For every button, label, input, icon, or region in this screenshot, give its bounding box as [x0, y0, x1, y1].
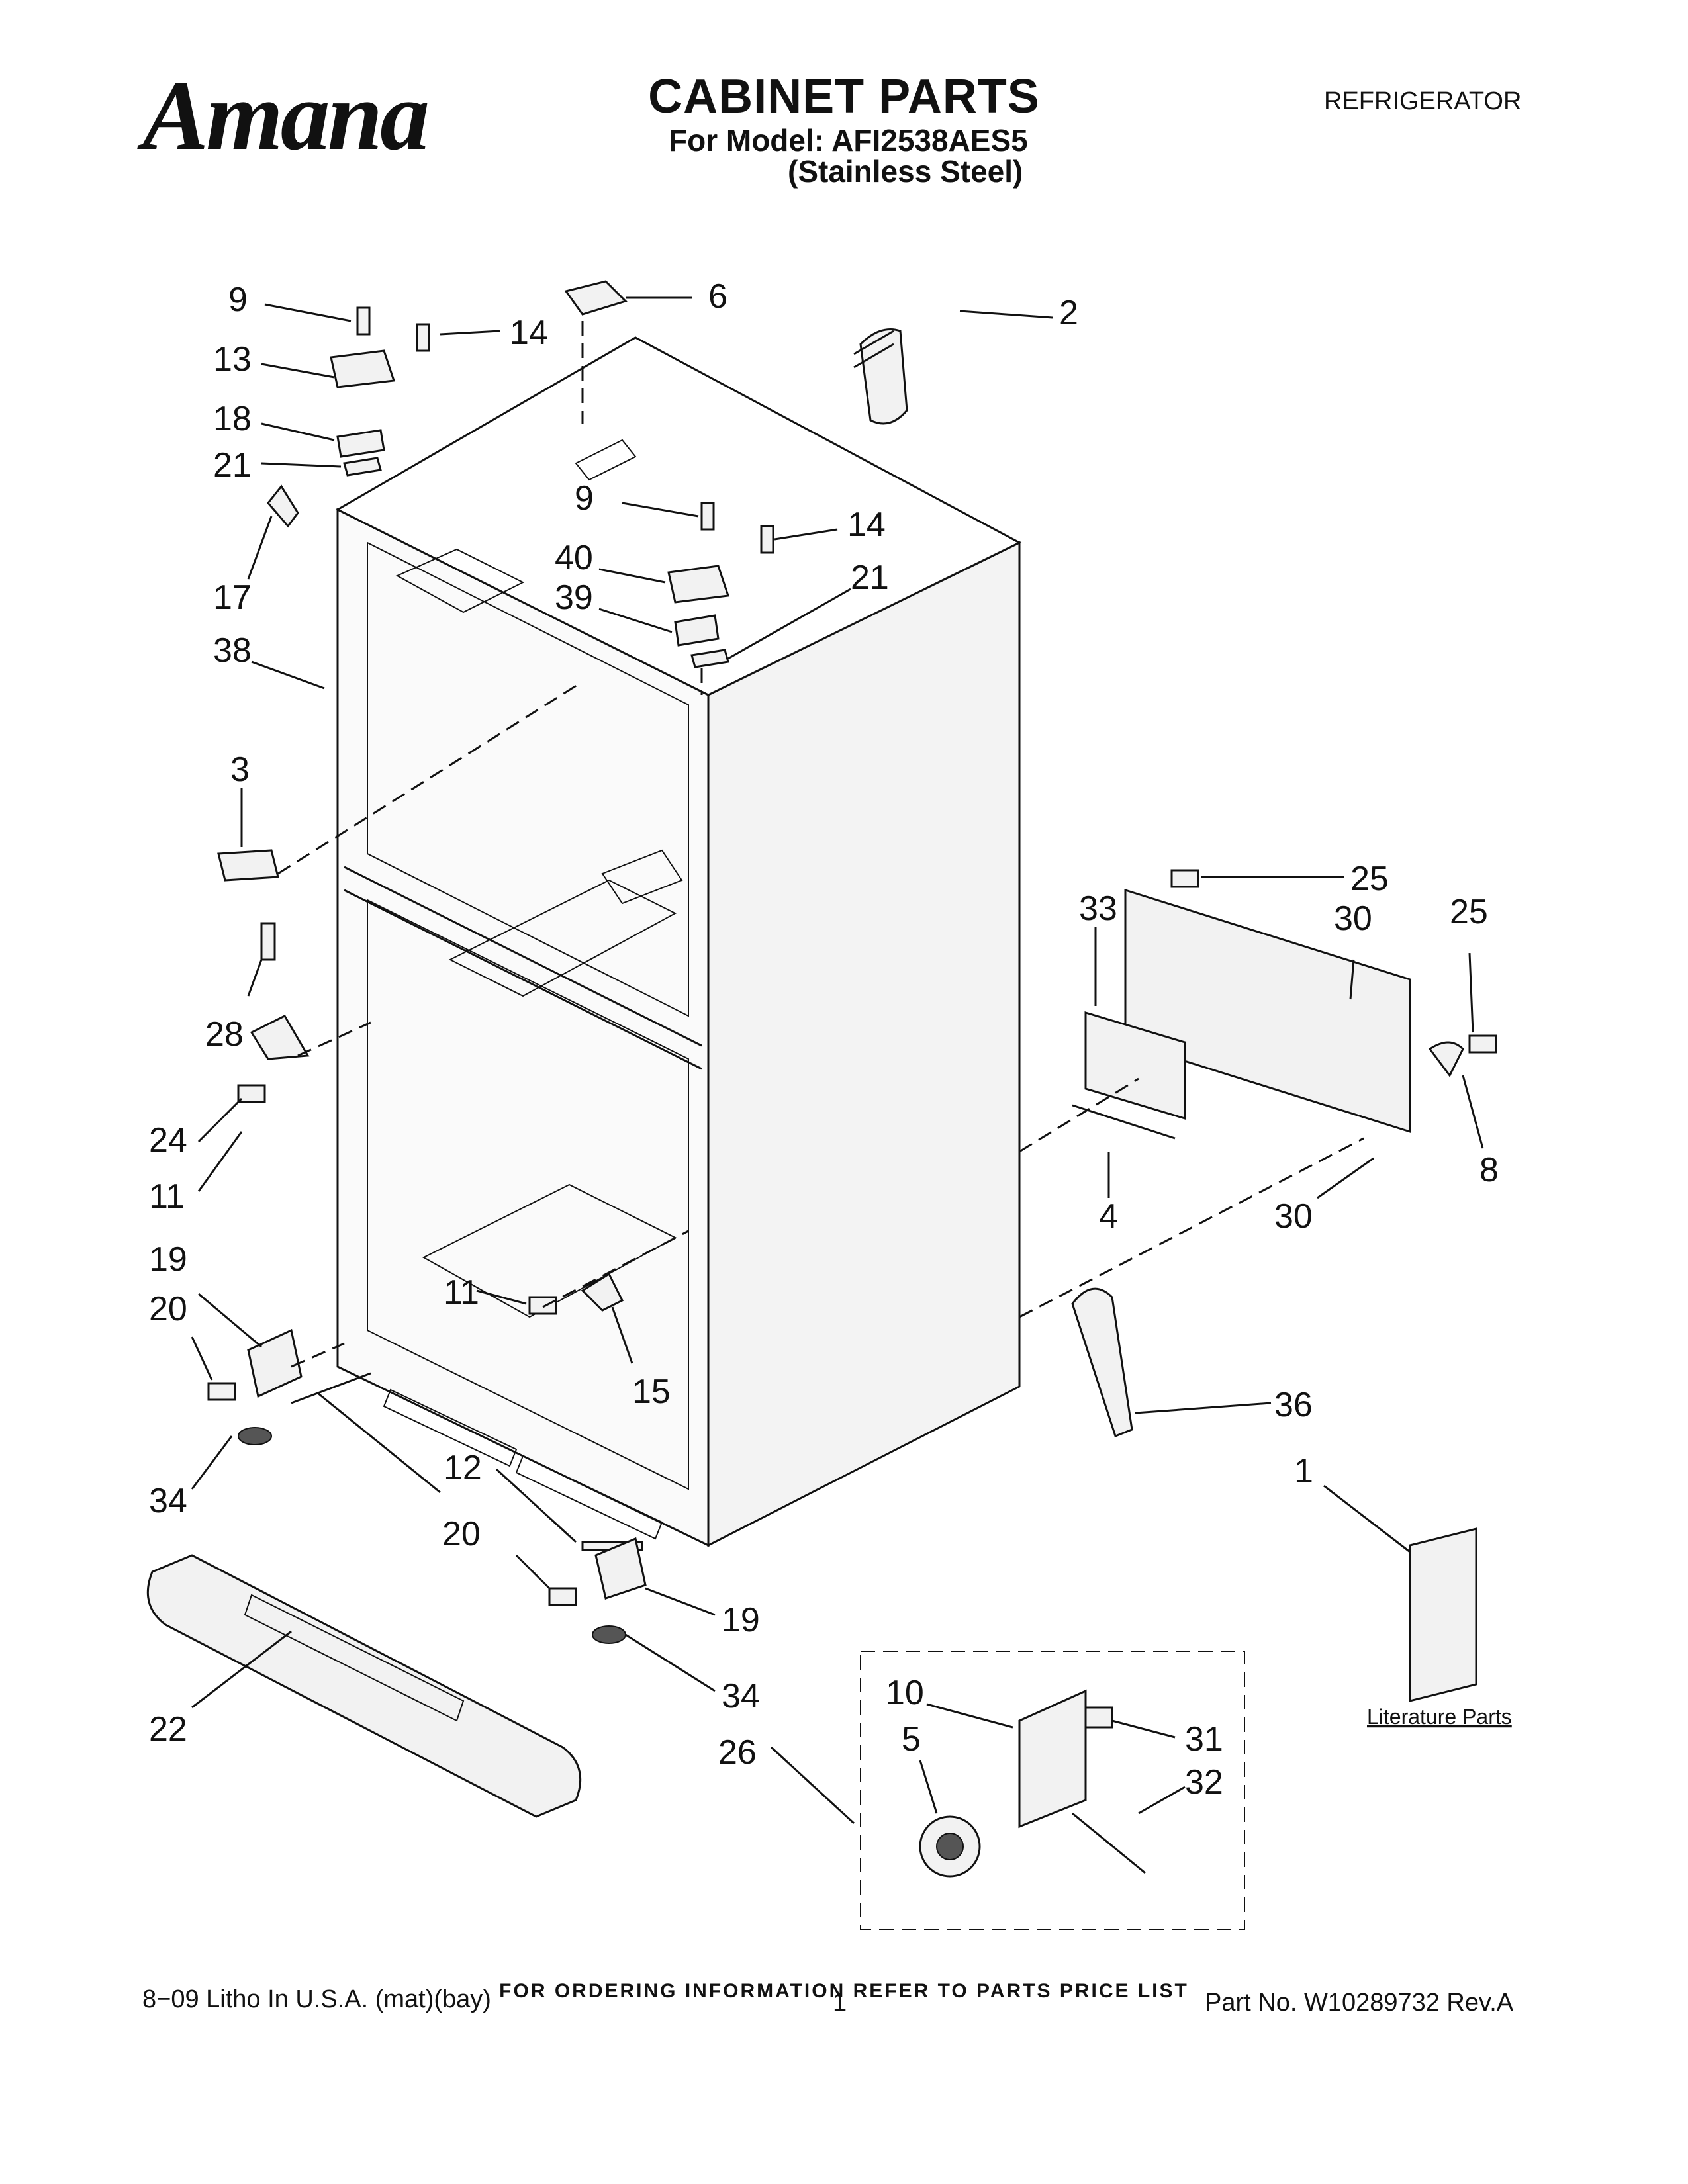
- callout-label: 13: [213, 340, 252, 379]
- page-title: CABINET PARTS: [648, 70, 1040, 123]
- callout-label: 19: [149, 1240, 187, 1279]
- callout-label: 14: [510, 314, 548, 352]
- callout-label: 26: [718, 1733, 757, 1772]
- callout-label: 18: [213, 400, 252, 438]
- finish-line: (Stainless Steel): [788, 154, 1023, 189]
- callout-label: 11: [444, 1273, 479, 1312]
- callout-label: 12: [444, 1449, 482, 1487]
- callout-label: 38: [213, 631, 252, 670]
- callout-label: 8: [1479, 1151, 1499, 1189]
- callout-label: 1: [1294, 1452, 1313, 1490]
- callout-label: 9: [228, 281, 248, 319]
- callout-label: 3: [230, 751, 250, 789]
- callout-label: 25: [1350, 860, 1389, 898]
- callout-label: 20: [149, 1290, 187, 1328]
- callout-label: 21: [851, 559, 889, 597]
- callout-label: 32: [1185, 1763, 1223, 1801]
- callout-label: 10: [886, 1674, 924, 1712]
- callout-label: 25: [1450, 893, 1488, 931]
- callout-label: 11: [149, 1177, 185, 1216]
- callout-label: 15: [632, 1373, 671, 1411]
- callout-label: 22: [149, 1710, 187, 1749]
- literature-parts-label: Literature Parts: [1367, 1705, 1512, 1729]
- callout-label: 33: [1079, 889, 1117, 928]
- callout-label: 20: [442, 1515, 481, 1553]
- callout-label: 36: [1274, 1386, 1313, 1424]
- callout-labels: 9 14 6 2 13 18 21 17 9 14 40 39 21 38 3 …: [149, 277, 1512, 1801]
- callout-label: 19: [722, 1601, 760, 1639]
- callout-label: 30: [1274, 1197, 1313, 1236]
- callout-label: 5: [902, 1720, 921, 1758]
- callout-label: 39: [555, 578, 593, 617]
- callout-label: 21: [213, 446, 252, 484]
- brand-logo: Amana: [142, 61, 430, 171]
- callout-label: 14: [847, 506, 886, 544]
- callout-label: 28: [205, 1015, 244, 1054]
- category-label: REFRIGERATOR: [1324, 87, 1522, 115]
- cabinet-body: [335, 336, 1022, 1547]
- callout-label: 9: [575, 479, 594, 518]
- page-number: 1: [833, 1989, 847, 2017]
- model-line: For Model: AFI2538AES5: [669, 123, 1028, 158]
- callout-label: 31: [1185, 1720, 1223, 1758]
- guide-lines: [277, 321, 1364, 1368]
- callout-label: 30: [1334, 899, 1372, 938]
- callout-label: 2: [1059, 294, 1078, 332]
- litho-note: 8−09 Litho In U.S.A. (mat)(bay): [142, 1985, 491, 2013]
- callout-label: 17: [213, 578, 252, 617]
- callout-label: 34: [149, 1482, 187, 1520]
- parts: [146, 280, 1497, 1930]
- callout-label: 40: [555, 539, 593, 577]
- callout-label: 24: [149, 1121, 187, 1160]
- callout-label: 6: [708, 277, 727, 316]
- leader-lines: [191, 296, 1484, 1825]
- callout-label: 4: [1099, 1197, 1118, 1236]
- ordering-note: FOR ORDERING INFORMATION REFER TO PARTS …: [499, 1980, 1189, 2002]
- callout-label: 34: [722, 1677, 760, 1715]
- part-number: Part No. W10289732 Rev.A: [1205, 1989, 1514, 2017]
